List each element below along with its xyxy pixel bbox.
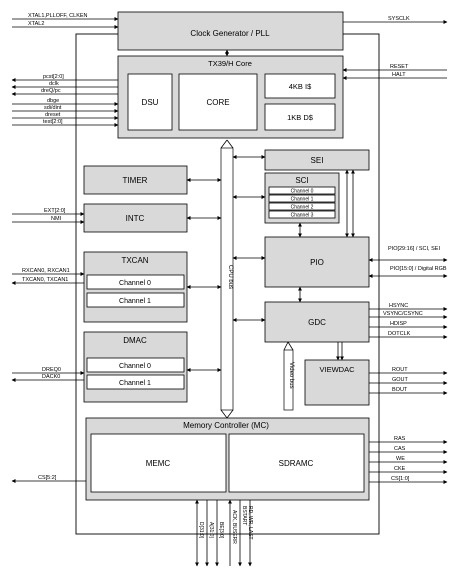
memc-label: MEMC <box>146 459 171 468</box>
gdc-block <box>264 301 370 343</box>
dsu-block <box>127 73 173 131</box>
dmac-channel-0: Channel 0 <box>119 363 151 370</box>
signal-dbge: dbge <box>47 98 59 104</box>
signal-cas: CAS <box>394 446 406 452</box>
signal-bout: BOUT <box>392 387 408 393</box>
signal-xtal1: XTAL1,PLLOFF, CLKEN <box>28 13 88 19</box>
clock-generator-label: Clock Generator / PLL <box>190 29 270 38</box>
txcan-channel-0-box <box>86 274 185 290</box>
cpu-bus-label: CPU bus <box>227 265 233 289</box>
pio-label: PIO <box>310 258 324 267</box>
signal-dreset: dreset <box>45 112 61 118</box>
viewdac-block <box>304 359 370 406</box>
sdramc-block <box>228 433 365 493</box>
signal-address-bus: A[31:0] <box>208 522 214 538</box>
sci-channels: Channel 0 Channel 1 Channel 2 Channel 3 <box>268 186 336 219</box>
icache-label: 4KB I$ <box>289 82 312 91</box>
dmac-label: DMAC <box>123 336 147 345</box>
signal-gout: GOUT <box>392 377 409 383</box>
signal-xtal2: XTAL2 <box>28 21 44 27</box>
txcan-channel-0: Channel 0 <box>119 280 151 287</box>
signal-dclk: dclk <box>49 81 59 87</box>
dsu-label: DSU <box>142 98 159 107</box>
signal-vsync: VSYNC/CSYNC <box>383 311 423 317</box>
signal-ext: EXT[2:0] <box>44 208 66 214</box>
signal-pcst: pcst[2:0] <box>43 74 64 80</box>
dcache-label: 1KB D$ <box>287 113 314 122</box>
signal-rxcan: RXCAN0, RXCAN1 <box>22 268 70 274</box>
txcan-channel-1-box <box>86 292 185 308</box>
sci-label: SCI <box>295 176 308 185</box>
signal-cke: CKE <box>394 466 406 472</box>
intc-label: INTC <box>126 214 145 223</box>
dmac-channel-1-box <box>86 374 185 390</box>
internal-connections <box>186 49 355 372</box>
pio-block <box>264 236 370 288</box>
signal-cs52: CS[5:2] <box>38 475 57 481</box>
video-bus <box>283 349 294 411</box>
signal-halt: HALT <box>392 72 406 78</box>
sci-channel-label: Channel 2 <box>291 205 314 211</box>
signal-reset: RESET <box>390 64 409 70</box>
txcan-channel-1: Channel 1 <box>119 298 151 305</box>
signal-hsync: HSYNC <box>389 303 408 309</box>
signal-sysclk: SYSCLK <box>388 16 410 22</box>
signal-dack0: DACK0 <box>42 374 60 380</box>
memory-controller-label: Memory Controller (MC) <box>183 421 269 430</box>
dmac-channel-0-box <box>86 357 185 373</box>
signal-txcan: TXCAN0, TXCAN1 <box>22 277 68 283</box>
sci-channel-box <box>268 186 336 195</box>
sci-channel-label: Channel 1 <box>291 197 314 203</box>
signal-dotclk: DOTCLK <box>388 331 411 337</box>
clock-generator-block <box>117 11 344 51</box>
sci-channel-label: Channel 3 <box>291 213 314 219</box>
sei-label: SEI <box>311 156 324 165</box>
left-signals: XTAL1,PLLOFF, CLKEN XTAL2 pcst[2:0] dclk… <box>11 13 119 483</box>
txcan-label: TXCAN <box>121 256 148 265</box>
signal-be: BE[3:0] <box>218 522 224 539</box>
sci-channel-label: Channel 0 <box>291 189 314 195</box>
signal-test: test[2:0] <box>43 119 63 125</box>
signal-ack: ACK, BUSERR <box>231 510 237 544</box>
gdc-label: GDC <box>308 318 326 327</box>
bottom-signals: D[31:0] A[31:0] BE[3:0] ACK, BUSERR RD, … <box>195 499 253 567</box>
sdramc-label: SDRAMC <box>279 459 314 468</box>
signal-rout: ROUT <box>392 367 408 373</box>
sei-block <box>264 149 370 171</box>
right-signals: SYSCLK RESET HALT PIO[29:16] / SCI, SEI … <box>342 16 448 484</box>
memc-block <box>90 433 227 493</box>
dcache-block <box>264 103 336 131</box>
signal-nmi: NMI <box>51 216 62 222</box>
signal-ras: RAS <box>394 436 406 442</box>
sci-channel-box <box>268 210 336 219</box>
signal-pio-lo: PIO[15:0] / Digital RGB <box>390 266 447 272</box>
intc-block <box>83 203 188 233</box>
signal-dreq0: DREQ0 <box>42 367 61 373</box>
timer-block <box>83 165 188 195</box>
timer-label: TIMER <box>123 176 148 185</box>
signal-hdisp: HDISP <box>390 321 407 327</box>
signal-bstart: BSTART <box>241 506 247 525</box>
video-bus-label: Video bus <box>288 362 294 389</box>
signal-sdi: sdi/dint <box>44 105 62 111</box>
signal-dreq: dreQ/pc <box>41 88 61 94</box>
sci-channel-box <box>268 194 336 203</box>
sci-channel-box <box>268 202 336 211</box>
signal-pio-hi: PIO[29:16] / SCI, SEI <box>388 246 440 252</box>
signal-we: WE <box>396 456 405 462</box>
core-title: TX39/H Core <box>208 59 252 68</box>
dmac-channel-1: Channel 1 <box>119 380 151 387</box>
signal-cs10: CS[1:0] <box>391 476 410 482</box>
signal-data-bus: D[31:0] <box>198 522 204 539</box>
viewdac-label: VIEWDAC <box>319 365 355 374</box>
icache-block <box>264 73 336 99</box>
cpu-core-label: CORE <box>206 98 229 107</box>
cpu-core-block <box>178 73 258 131</box>
cpu-bus <box>220 147 234 411</box>
